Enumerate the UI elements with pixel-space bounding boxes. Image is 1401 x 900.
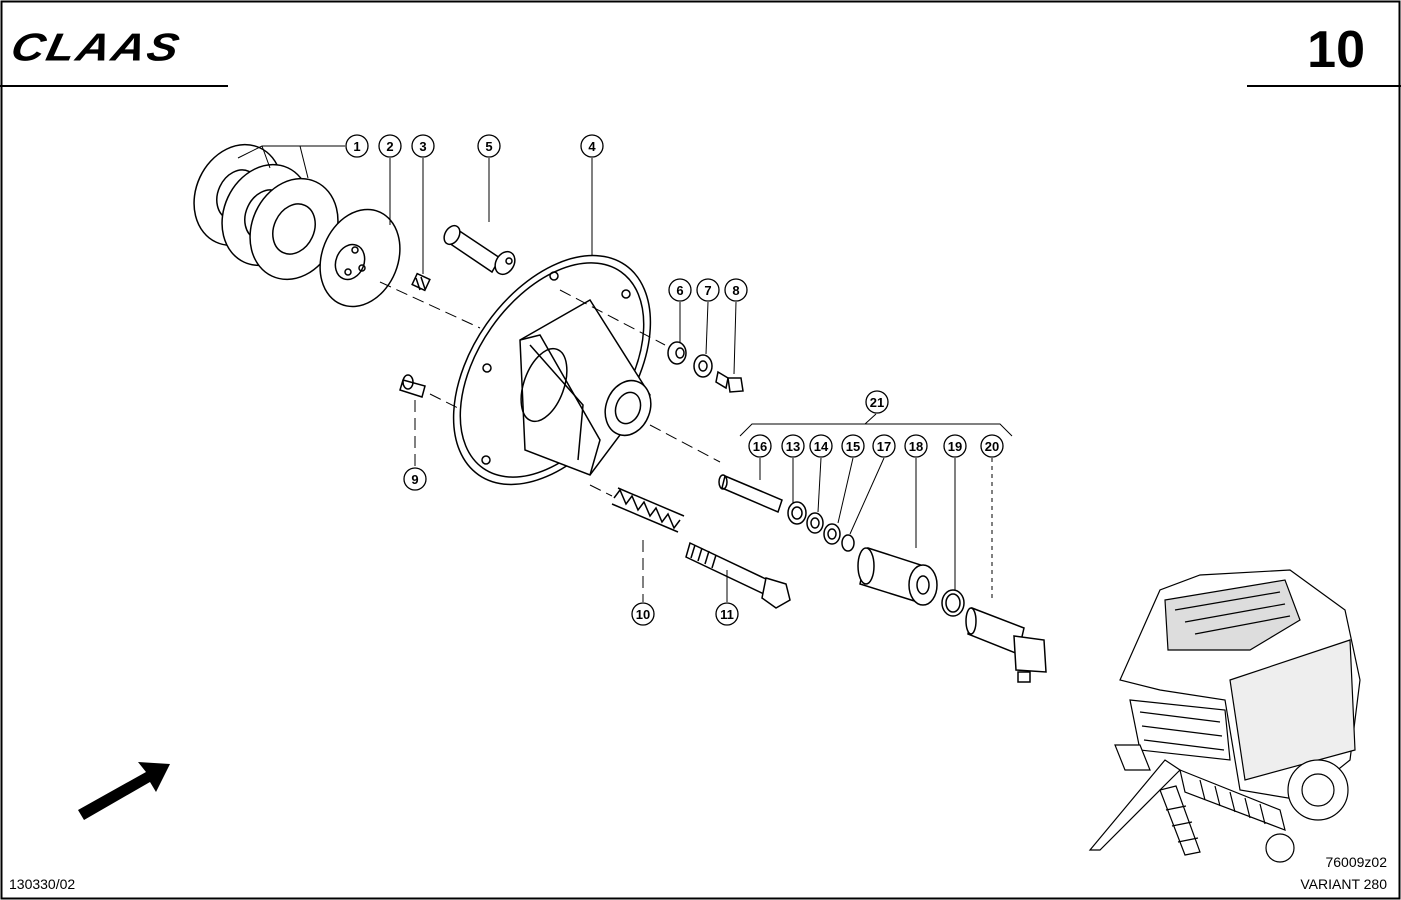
callout-7: 7 [696, 278, 720, 302]
callout-label: 10 [636, 607, 650, 622]
callout-14: 14 [809, 434, 833, 458]
callout-label: 20 [985, 439, 999, 454]
callout-17: 17 [872, 434, 896, 458]
callout-label: 5 [485, 139, 492, 154]
part-10-spring [611, 487, 685, 533]
callout-21: 21 [865, 390, 889, 414]
callout-label: 2 [386, 139, 393, 154]
callout-8: 8 [724, 278, 748, 302]
assembly-centerlines [379, 281, 721, 600]
callout-11: 11 [715, 602, 739, 626]
callout-label: 17 [877, 439, 891, 454]
callout-label: 19 [948, 439, 962, 454]
callout-label: 16 [753, 439, 767, 454]
callout-13: 13 [781, 434, 805, 458]
part-6-nut [667, 341, 687, 365]
part-9-grub-screw [399, 374, 426, 398]
part-1-discs [193, 143, 339, 281]
callout-label: 3 [419, 139, 426, 154]
callout-18: 18 [904, 434, 928, 458]
callout-20: 20 [980, 434, 1004, 458]
callout-label: 9 [411, 472, 418, 487]
callout-label: 15 [846, 439, 860, 454]
part-8-bolt [715, 370, 744, 393]
callout-6: 6 [668, 278, 692, 302]
baler-thumbnail [1088, 569, 1361, 863]
callout-3: 3 [411, 134, 435, 158]
callout-9: 9 [403, 467, 427, 491]
part-18-fitting [857, 547, 938, 606]
callout-19: 19 [943, 434, 967, 458]
callout-label: 11 [720, 607, 734, 622]
part-16-pin [718, 474, 783, 514]
part-11-bolt [685, 541, 791, 609]
callout-16: 16 [748, 434, 772, 458]
callout-5: 5 [477, 134, 501, 158]
callout-label: 7 [704, 283, 711, 298]
callout-label: 6 [676, 283, 683, 298]
callout-label: 1 [353, 139, 360, 154]
part-7-washer [693, 354, 713, 378]
leader-lines [237, 145, 1013, 602]
callout-markers: 1 2 3 5 4 6 7 8 9 21 16 13 14 15 17 18 19 20 10 11 [345, 134, 1004, 626]
part-19-oring [941, 589, 965, 617]
part-3-set-screw [411, 272, 431, 292]
callout-label: 14 [814, 439, 829, 454]
parts-13-17-rings [787, 501, 855, 552]
model-name: VARIANT 280 [1300, 876, 1387, 892]
callout-label: 18 [909, 439, 923, 454]
brand-logo: CLAAS [7, 24, 186, 70]
callout-label: 21 [870, 395, 884, 410]
figure-id: 76009z02 [1325, 854, 1387, 870]
callout-2: 2 [378, 134, 402, 158]
part-5-bushing [443, 224, 516, 276]
callout-label: 4 [588, 139, 596, 154]
callout-4: 4 [580, 134, 604, 158]
callout-1: 1 [345, 134, 369, 158]
callout-label: 13 [786, 439, 800, 454]
part-20-pressure-switch [965, 606, 1047, 683]
callout-label: 8 [732, 283, 739, 298]
page-number: 10 [1307, 21, 1365, 79]
part-4-housing [452, 254, 652, 486]
callout-10: 10 [631, 602, 655, 626]
doc-number: 130330/02 [9, 876, 76, 892]
direction-arrow-icon [78, 762, 170, 820]
callout-15: 15 [841, 434, 865, 458]
